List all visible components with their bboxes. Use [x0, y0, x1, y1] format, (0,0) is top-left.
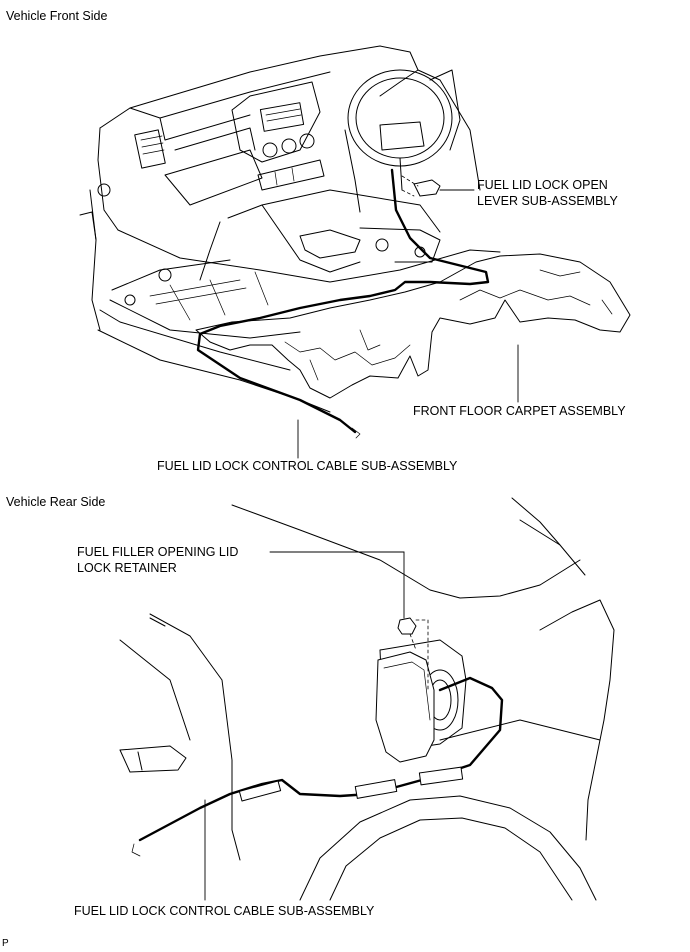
vehicle-interior-illustration	[79, 45, 631, 439]
figure-code: P	[2, 938, 9, 949]
label-front-floor-carpet: FRONT FLOOR CARPET ASSEMBLY	[413, 404, 626, 418]
label-fuel-filler-lock-retainer: FUEL FILLER OPENING LID LOCK RETAINER	[77, 545, 239, 575]
vehicle-rear-illustration	[119, 497, 615, 901]
section-title-rear: Vehicle Rear Side	[6, 495, 106, 509]
section-title-front: Vehicle Front Side	[6, 9, 108, 23]
label-control-cable-top: FUEL LID LOCK CONTROL CABLE SUB-ASSEMBLY	[157, 459, 458, 473]
label-fuel-lid-lock-open-lever: FUEL LID LOCK OPEN LEVER SUB-ASSEMBLY	[477, 178, 618, 208]
label-control-cable-bottom: FUEL LID LOCK CONTROL CABLE SUB-ASSEMBLY	[74, 904, 375, 918]
